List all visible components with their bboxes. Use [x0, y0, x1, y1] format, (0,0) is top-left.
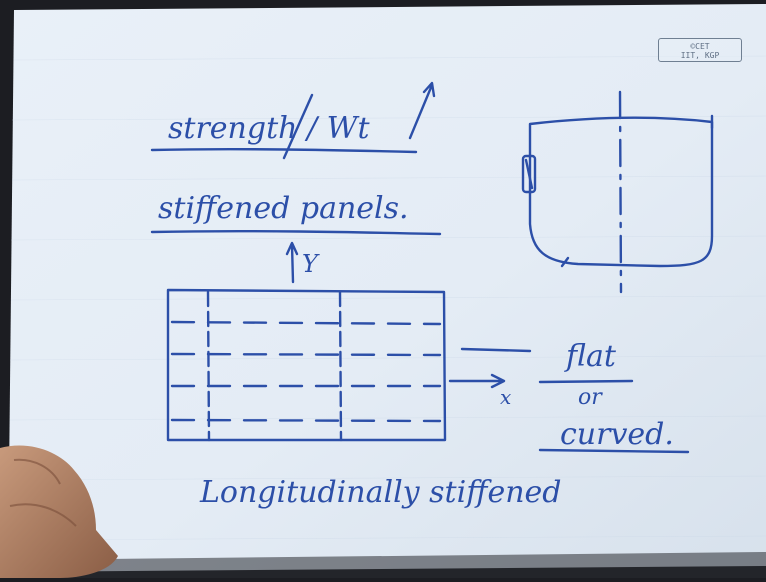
- stiffener-row-2: [170, 352, 442, 357]
- subheading-text: stiffened panels.: [158, 191, 409, 226]
- heading-slash: [282, 93, 314, 160]
- ink-strokes: [150, 81, 714, 454]
- handwritten-text: strength / Wt stiffened panels. Y x flat…: [158, 111, 674, 510]
- heading-text: strength / Wt: [168, 111, 370, 146]
- axis-y-label: Y: [302, 250, 320, 278]
- paper-sheet: [8, 4, 766, 572]
- x-axis-arrow: [448, 373, 506, 389]
- heading-underline: [150, 147, 418, 154]
- frame-2: [338, 290, 343, 442]
- hand: [0, 445, 118, 578]
- caption-text: Longitudinally stiffened: [199, 475, 562, 510]
- logo-line-2: IIT, KGP: [680, 51, 720, 60]
- side-stiffener: [521, 154, 537, 194]
- hull-section: [528, 116, 714, 268]
- option-divider: [538, 379, 634, 384]
- panel-outline: [166, 288, 447, 442]
- y-axis-arrow: [285, 241, 299, 284]
- cet-logo: ©CET IIT, KGP: [658, 38, 742, 62]
- hull-centreline: [618, 90, 623, 294]
- subheading-underline: [150, 229, 442, 236]
- up-arrow: [408, 81, 436, 140]
- option-or: or: [578, 385, 603, 410]
- frame-1: [206, 290, 211, 442]
- stiffener-row-1: [170, 320, 442, 326]
- stiffener-row-4: [170, 418, 442, 423]
- logo-line-1: ©CET: [690, 42, 710, 51]
- option-flat: flat: [564, 339, 617, 374]
- pointer-line: [460, 347, 532, 353]
- option-curved: curved.: [560, 417, 674, 452]
- axis-x-label: x: [500, 385, 511, 409]
- option-underline: [538, 448, 690, 454]
- paper-grid: [8, 55, 766, 541]
